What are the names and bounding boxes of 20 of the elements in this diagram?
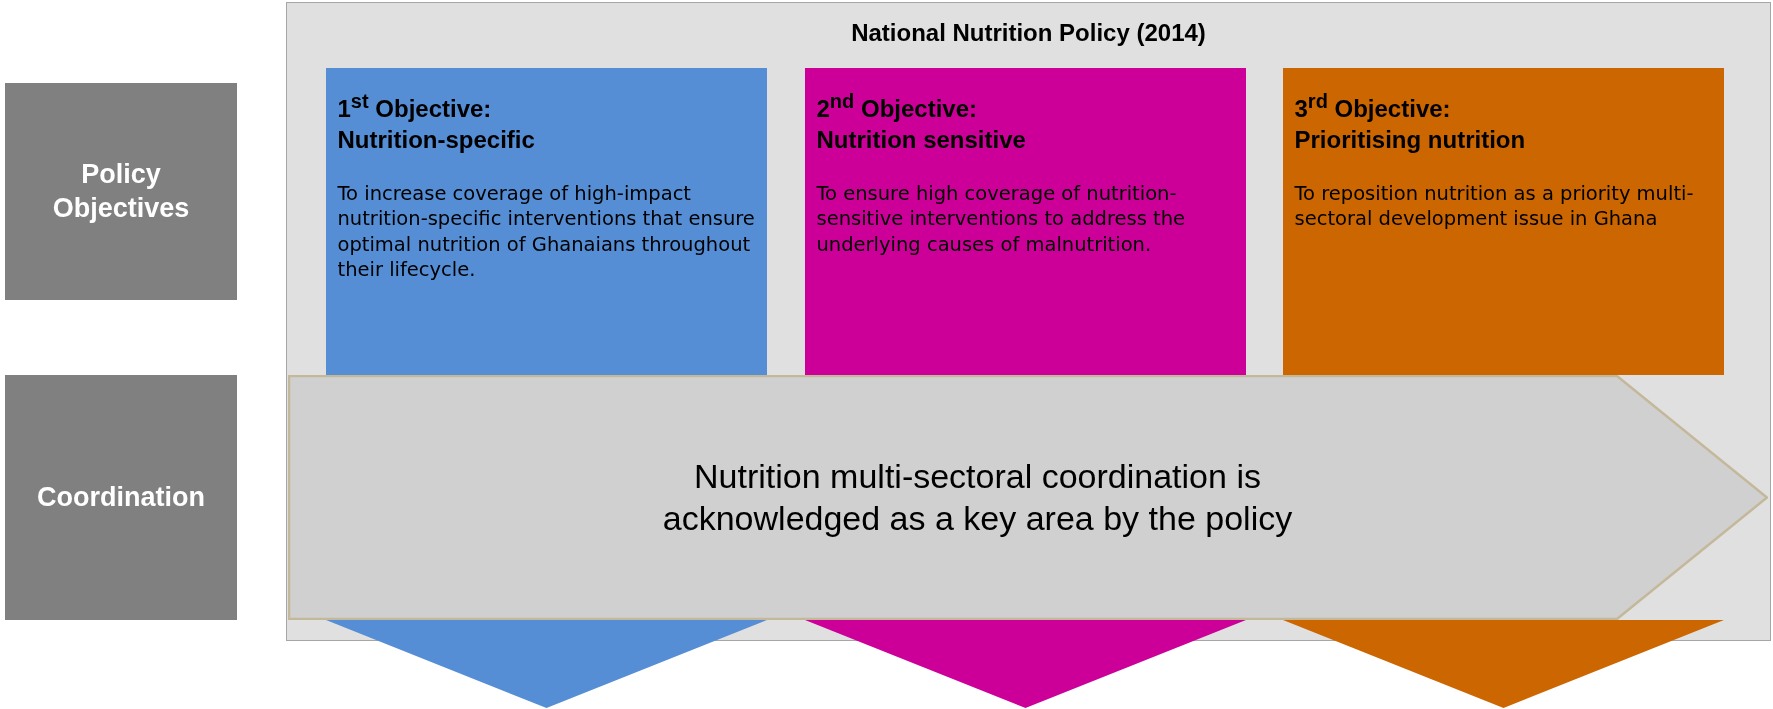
row-header — [5, 375, 237, 620]
arrow-text: Nutrition multi-sectoral coordination is acknowledged as a key area by the policy — [661, 455, 1294, 539]
row-header — [5, 83, 237, 300]
objective-panel — [1282, 67, 1724, 375]
row-label: Policy Objectives — [51, 157, 191, 225]
chevron-tip — [326, 620, 767, 708]
objective-panel — [804, 67, 1246, 375]
objective-heading: 2$^{nd}$ Objective: Nutrition sensitive — [816, 88, 1027, 155]
objective-heading: 1$^{st}$ Objective: Nutrition-specific — [337, 88, 536, 155]
chevron-tip — [1283, 620, 1724, 708]
objective-text: To ensure high coverage of nutrition-sensitive interventions to address the underlying causes of malnutrition. — [816, 180, 1187, 257]
row-label: Coordination — [36, 480, 206, 514]
coordination-arrow — [287, 374, 1768, 620]
panel-title: National Nutrition Policy (2014) — [850, 19, 1207, 47]
objective-heading: 3$^{rd}$ Objective: Prioritising nutrition — [1294, 88, 1527, 155]
objective-panel — [325, 67, 767, 375]
chevron-tip — [805, 620, 1246, 708]
objective-text: To reposition nutrition as a priority multi-sectoral development issue in Ghana — [1294, 180, 1695, 232]
policy-panel — [286, 2, 1771, 641]
objective-text: To increase coverage of high-impact nutrition-specific interventions that ensure optimal nutrition of Ghanaians throughout their lifecycle. — [337, 180, 756, 283]
